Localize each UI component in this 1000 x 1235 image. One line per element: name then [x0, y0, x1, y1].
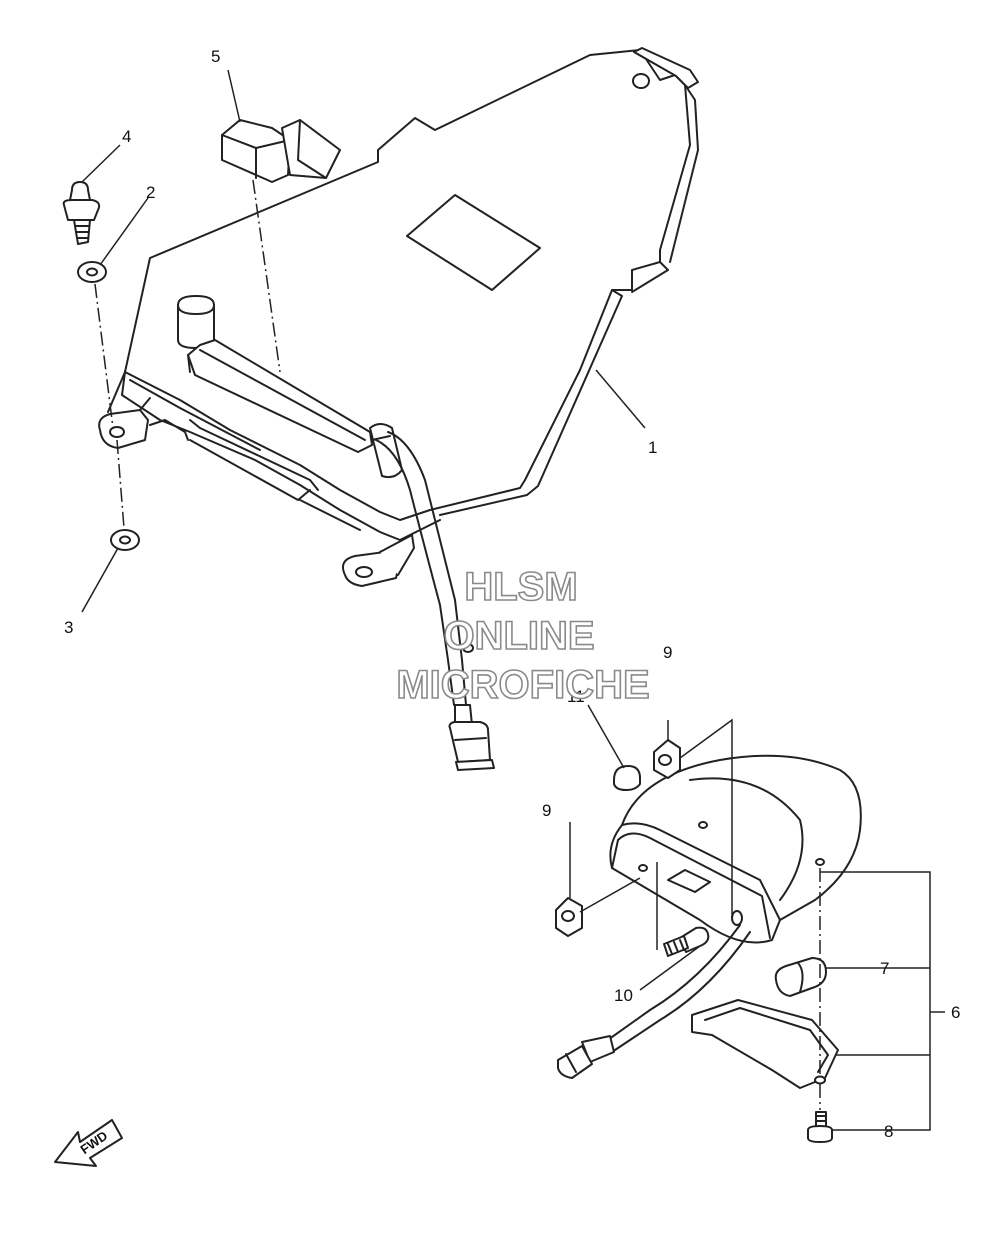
callout-11: 11 — [567, 687, 585, 706]
callout-9-lower: 9 — [542, 801, 551, 820]
watermark-line3: MICROFICHE — [396, 663, 649, 707]
callout-labels: 5 4 2 1 3 9 11 9 7 10 6 8 — [64, 47, 960, 1141]
fwd-arrow-icon: FWD — [54, 1119, 123, 1167]
callout-8: 8 — [884, 1122, 893, 1141]
callout-9-upper: 9 — [663, 643, 672, 662]
part-5-clip — [221, 119, 341, 373]
watermark: HLSM ONLINE MICROFICHE — [396, 564, 651, 708]
leader-lines — [81, 69, 945, 1131]
leader-tab-to-3 — [116, 439, 125, 529]
callout-4: 4 — [122, 127, 131, 146]
callout-10: 10 — [614, 986, 633, 1005]
callout-2: 2 — [146, 183, 155, 202]
callout-5: 5 — [211, 47, 220, 66]
part-6-tail-light — [555, 739, 862, 1143]
leader-2-to-tab — [94, 283, 114, 429]
callout-6: 6 — [951, 1003, 960, 1022]
callout-3: 3 — [64, 618, 73, 637]
callout-7: 7 — [880, 959, 889, 978]
watermark-line2: ONLINE — [443, 614, 594, 658]
part-4-bolt — [62, 181, 101, 245]
watermark-line1: HLSM — [464, 565, 577, 609]
callout-1: 1 — [648, 438, 657, 457]
wire-harness — [375, 431, 495, 771]
part-3-washer — [110, 529, 140, 551]
part-1-tray — [98, 47, 699, 587]
part-2-washer — [77, 261, 107, 283]
